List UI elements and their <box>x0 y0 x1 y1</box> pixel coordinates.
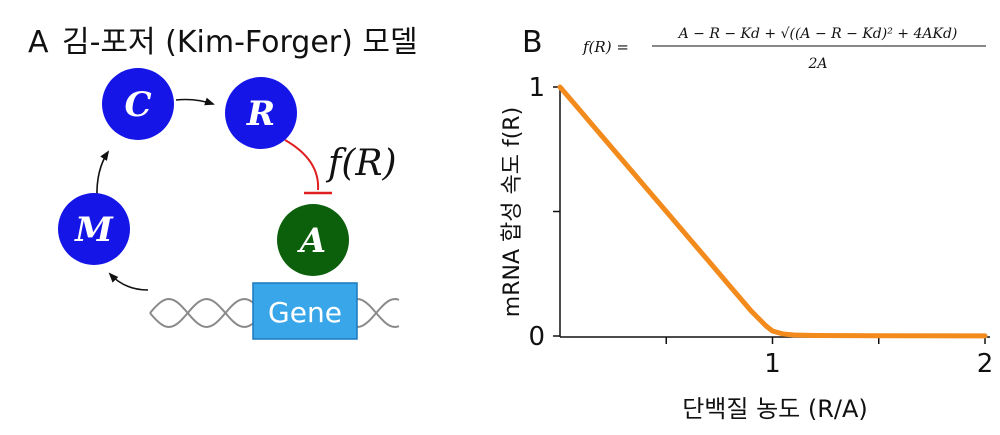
panel-a-title: 김-포저 (Kim-Forger) 모델 <box>62 25 418 60</box>
formula-lhs: f(R) = <box>582 38 629 56</box>
y-axis-label: mRNA 합성 속도 f(R) <box>500 107 525 317</box>
y-tick-label: 1 <box>528 73 545 103</box>
formula: f(R) = A − R − Kd + √((A − R − Kd)² + 4A… <box>582 26 986 72</box>
chart-ticks <box>553 86 986 344</box>
node-c: C <box>102 68 174 140</box>
panel-a-letter: A <box>28 25 49 60</box>
series-line <box>557 84 988 339</box>
node-c-label: C <box>124 85 151 125</box>
node-m-label: M <box>74 210 114 250</box>
chart-tick-labels: 1 2 0 1 <box>528 73 993 379</box>
gene-label: Gene <box>268 296 342 329</box>
node-m: M <box>58 193 130 265</box>
formula-numerator: A − R − Kd + √((A − R − Kd)² + 4AKd) <box>677 26 958 42</box>
formula-denominator: 2A <box>807 56 827 72</box>
gene-box: Gene <box>252 282 358 340</box>
arrow-gene-to-m <box>108 272 149 291</box>
chart-axes <box>559 85 990 338</box>
panel-b: B f(R) = A − R − Kd + √((A − R − Kd)² + … <box>500 25 993 423</box>
x-tick-label: 1 <box>764 349 781 379</box>
node-a: A <box>277 204 349 276</box>
panel-a: A 김-포저 (Kim-Forger) 모델 Gene f(R) C <box>28 25 418 340</box>
x-axis-label: 단백질 농도 (R/A) <box>682 395 868 423</box>
node-a-label: A <box>297 221 326 261</box>
arrow-m-to-c <box>96 150 110 199</box>
y-tick-label: 0 <box>528 322 545 352</box>
node-r-label: R <box>246 94 275 134</box>
arrow-c-to-r <box>175 97 215 106</box>
repression-arc <box>284 139 332 195</box>
node-r: R <box>225 77 297 149</box>
x-tick-label: 2 <box>977 349 994 379</box>
repression-label: f(R) <box>325 143 397 184</box>
panel-b-letter: B <box>522 25 543 60</box>
